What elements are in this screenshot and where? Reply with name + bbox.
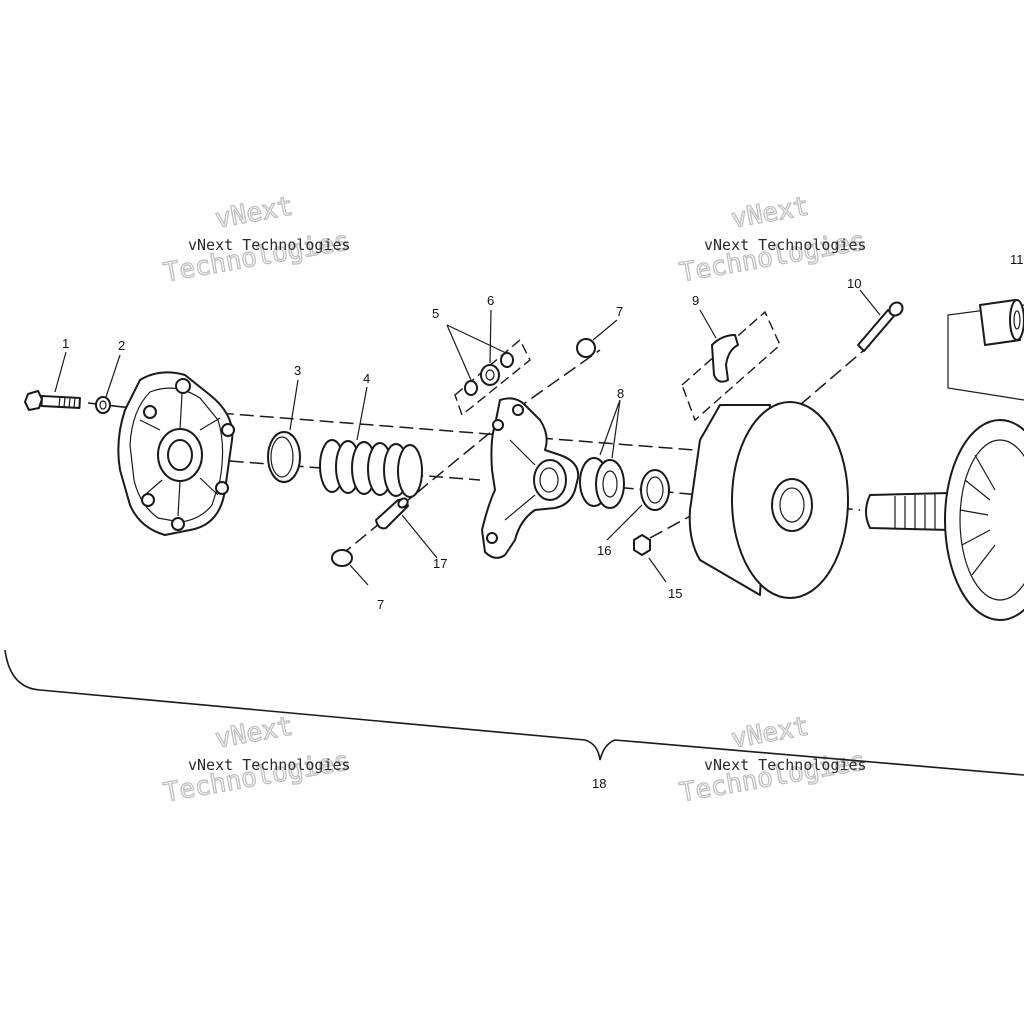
callout-7-upper: 7: [616, 304, 623, 319]
callout-9: 9: [692, 293, 699, 308]
callout-8: 8: [617, 386, 624, 401]
roller-part-6: [480, 364, 500, 386]
callout-11: 11: [1010, 252, 1024, 267]
svg-text:vNext Technologies: vNext Technologies: [188, 236, 351, 254]
button-part-7-upper: [576, 338, 596, 358]
spring-part-4: [319, 439, 423, 498]
watermark-bottom-right: vNext Technologies vNext Technologies: [677, 711, 868, 809]
svg-text:vNext: vNext: [729, 712, 811, 755]
callout-17: 17: [433, 556, 447, 571]
svg-text:vNext Technologies: vNext Technologies: [188, 756, 351, 774]
callout-1: 1: [62, 336, 69, 351]
watermark-top-left: vNext Technologies vNext Technologies: [161, 191, 352, 289]
ring-part-3: [267, 431, 301, 483]
nut-part-15: [633, 534, 651, 556]
dashed-box-parts-5-6: [454, 338, 531, 417]
callout-3: 3: [294, 363, 301, 378]
leader-lines: [54, 289, 881, 586]
svg-text:vNext Technologies: vNext Technologies: [704, 756, 867, 774]
bolt-part-10: [857, 301, 904, 352]
bushing-part-8: [579, 457, 625, 509]
washer-part-5b: [500, 352, 514, 368]
washer-part-5a: [464, 380, 478, 396]
spacer-part-11: [979, 299, 1024, 346]
weight-part-9: [711, 334, 739, 383]
bushing-part-16: [640, 469, 670, 511]
callout-4: 4: [363, 371, 370, 386]
bolt-part-1: [24, 390, 81, 411]
watermark-bottom-left: vNext Technologies vNext Technologies: [161, 711, 352, 809]
callout-2: 2: [118, 338, 125, 353]
callout-18: 18: [592, 776, 606, 791]
svg-text:vNext: vNext: [213, 192, 295, 235]
assembly-brace-18: [4, 649, 1024, 776]
button-part-7-lower: [331, 549, 353, 567]
cover-plate: [117, 371, 235, 536]
svg-text:vNext Technologies: vNext Technologies: [704, 236, 867, 254]
spider: [481, 397, 580, 559]
washer-part-2: [95, 396, 111, 414]
callouts: 1 2 3 4 5 6 7 8 9 10 11 15 16 17 7 18: [62, 252, 1024, 791]
callout-10: 10: [847, 276, 861, 291]
callout-16: 16: [597, 543, 611, 558]
moveable-sheave: [688, 401, 849, 599]
callout-15: 15: [668, 586, 682, 601]
watermark-top-right: vNext Technologies vNext Technologies: [677, 191, 868, 289]
svg-text:vNext: vNext: [213, 712, 295, 755]
callout-5: 5: [432, 306, 439, 321]
callout-6: 6: [487, 293, 494, 308]
fixed-sheave: [944, 419, 1024, 621]
fixed-sheave-shaft: [865, 492, 951, 531]
dashed-box-part-9: [681, 310, 781, 422]
callout-7-lower: 7: [377, 597, 384, 612]
pin-part-17: [375, 497, 409, 530]
svg-text:vNext: vNext: [729, 192, 811, 235]
